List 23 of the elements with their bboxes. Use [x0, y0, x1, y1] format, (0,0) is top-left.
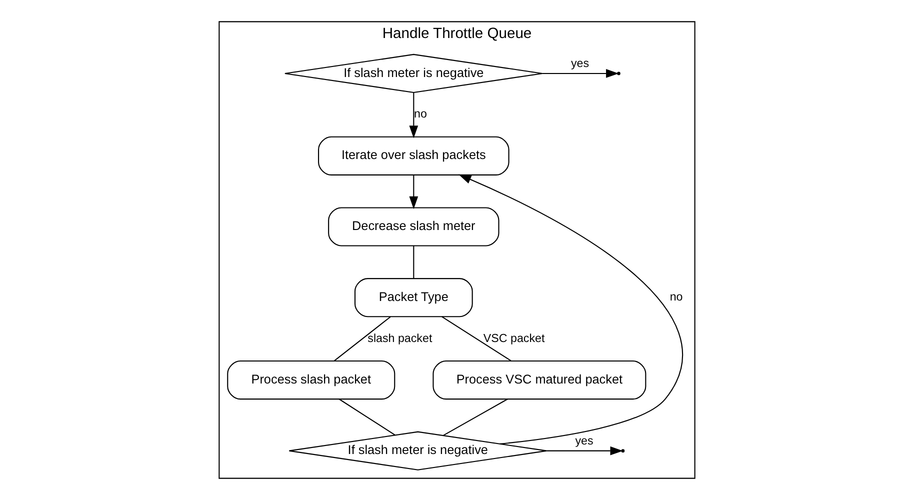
edge-label: no — [414, 107, 427, 120]
arrow — [546, 446, 623, 455]
arrow — [409, 92, 418, 138]
edge-label: yes — [575, 434, 594, 447]
node-box: Decrease slash meter — [328, 206, 500, 246]
connector — [338, 398, 396, 436]
connector — [413, 245, 414, 278]
node-box: Process VSC matured packet — [432, 360, 646, 400]
connector — [442, 316, 512, 361]
node-box: Packet Type — [354, 278, 473, 317]
edge-label: yes — [571, 56, 590, 70]
node-diamond: If slash meter is negative — [284, 53, 543, 93]
arrow — [458, 174, 683, 444]
node-box: Process slash packet — [227, 360, 396, 400]
edge-label: VSC packet — [483, 331, 545, 344]
connector — [334, 316, 391, 361]
edge-label: slash packet — [368, 331, 432, 344]
edge-label: no — [670, 290, 683, 304]
connector — [442, 398, 508, 436]
node-diamond: If slash meter is negative — [288, 430, 548, 470]
arrow — [409, 174, 418, 209]
arrow — [542, 68, 619, 78]
node-box: Iterate over slash packets — [318, 136, 510, 175]
